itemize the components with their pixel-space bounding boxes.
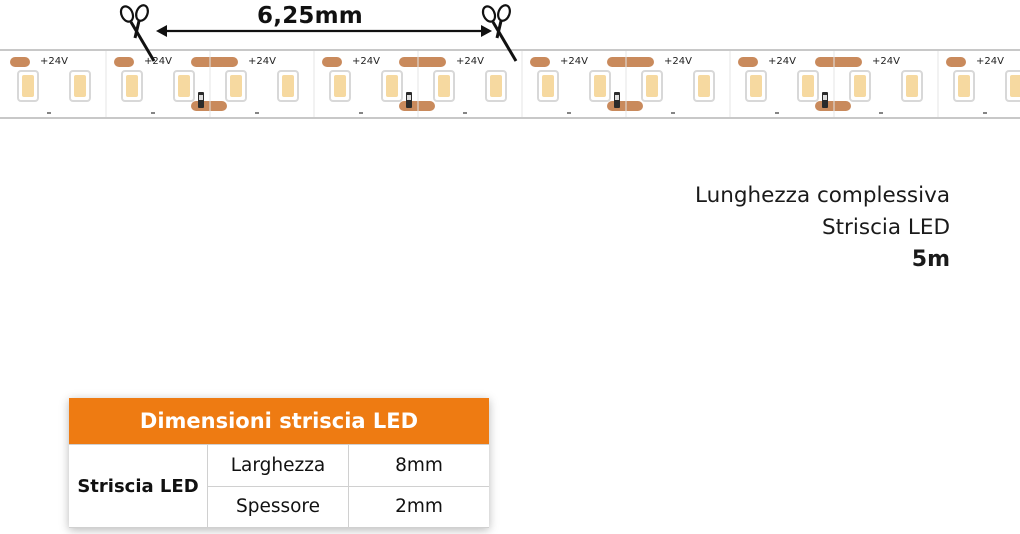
- led-emitter: [802, 75, 814, 97]
- copper-pad: [399, 57, 435, 67]
- total-length-info: Lunghezza complessiva Striscia LED 5m: [695, 180, 950, 276]
- copper-pad: [530, 57, 550, 67]
- led-emitter: [386, 75, 398, 97]
- strip-segment: +24V: [738, 51, 851, 117]
- copper-pad: [191, 101, 227, 111]
- led-strip-diagram: +24V +24V +24V +24V +24V +24V +24V +24V +24V +24V: [0, 4, 1020, 119]
- voltage-label: +24V: [40, 56, 68, 67]
- led-emitter: [334, 75, 346, 97]
- led-emitter: [698, 75, 710, 97]
- led-emitter: [594, 75, 606, 97]
- strip-segment: +24V: [842, 51, 939, 117]
- copper-pad: [815, 57, 851, 67]
- table-row: Spessore 2mm: [69, 485, 489, 528]
- resistor-band: [615, 95, 619, 100]
- copper-pad: [634, 57, 654, 67]
- copper-pad: [946, 57, 966, 67]
- voltage-label: +24V: [456, 56, 484, 67]
- strip-segment: +24V: [426, 51, 523, 117]
- led-emitter: [854, 75, 866, 97]
- led-emitter: [542, 75, 554, 97]
- copper-pad: [842, 57, 862, 67]
- copper-pad: [322, 57, 342, 67]
- copper-pad: [607, 57, 643, 67]
- table-row: Striscia LED Larghezza 8mm: [69, 444, 489, 528]
- led-emitter: [282, 75, 294, 97]
- led-emitter: [230, 75, 242, 97]
- property-width: Larghezza: [207, 444, 349, 487]
- voltage-label: +24V: [976, 56, 1004, 67]
- led-emitter: [646, 75, 658, 97]
- strip-segment: +24V: [322, 51, 435, 117]
- copper-pad: [218, 57, 238, 67]
- total-length-title: Lunghezza complessiva: [695, 183, 950, 208]
- value-width: 8mm: [348, 444, 489, 487]
- copper-pad: [399, 101, 435, 111]
- voltage-label: +24V: [872, 56, 900, 67]
- strip-segment: +24V: [114, 51, 227, 117]
- copper-pad: [738, 57, 758, 67]
- led-emitter: [438, 75, 450, 97]
- resistor-band: [199, 95, 203, 100]
- led-emitter: [178, 75, 190, 97]
- strip-segment: +24V: [10, 51, 107, 117]
- measurement-arrow: [156, 25, 492, 37]
- led-emitter: [1010, 75, 1020, 97]
- resistor-band: [407, 95, 411, 100]
- led-emitter: [906, 75, 918, 97]
- voltage-label: +24V: [768, 56, 796, 67]
- property-thickness: Spessore: [207, 485, 349, 528]
- led-emitter: [490, 75, 502, 97]
- strip-segments: +24V +24V +24V +24V +24V +24V +24V +24V +24V +24V: [10, 51, 1020, 117]
- strip-segment: +24V: [530, 51, 643, 117]
- voltage-label: +24V: [352, 56, 380, 67]
- voltage-label: +24V: [560, 56, 588, 67]
- dimensions-table: Striscia LED Larghezza 8mm Spessore 2mm: [69, 444, 489, 528]
- copper-pad: [815, 101, 851, 111]
- copper-pad: [191, 57, 227, 67]
- led-emitter: [74, 75, 86, 97]
- scissors-icon: [119, 4, 156, 62]
- strip-segment: +24V: [634, 51, 731, 117]
- copper-pad: [114, 57, 134, 67]
- resistor-band: [823, 95, 827, 100]
- voltage-label: +24V: [664, 56, 692, 67]
- total-length-value: 5m: [911, 247, 950, 272]
- dimensions-card: Dimensioni striscia LED Striscia LED Lar…: [69, 398, 489, 528]
- copper-pad: [607, 101, 643, 111]
- copper-pad: [426, 57, 446, 67]
- led-emitter: [126, 75, 138, 97]
- strip-segment: +24V: [946, 56, 1020, 114]
- dimensions-title: Dimensioni striscia LED: [69, 398, 489, 444]
- copper-pad: [10, 57, 30, 67]
- led-emitter: [958, 75, 970, 97]
- total-length-subtitle: Striscia LED: [821, 215, 950, 240]
- voltage-label: +24V: [248, 56, 276, 67]
- voltage-label: +24V: [144, 56, 172, 67]
- led-emitter: [750, 75, 762, 97]
- scissors-icon: [481, 4, 518, 62]
- led-emitter: [22, 75, 34, 97]
- group-label: Striscia LED: [69, 444, 208, 528]
- strip-segment: +24V: [218, 51, 315, 117]
- cut-interval-label: 6,25mm: [257, 3, 363, 29]
- value-thickness: 2mm: [348, 485, 489, 528]
